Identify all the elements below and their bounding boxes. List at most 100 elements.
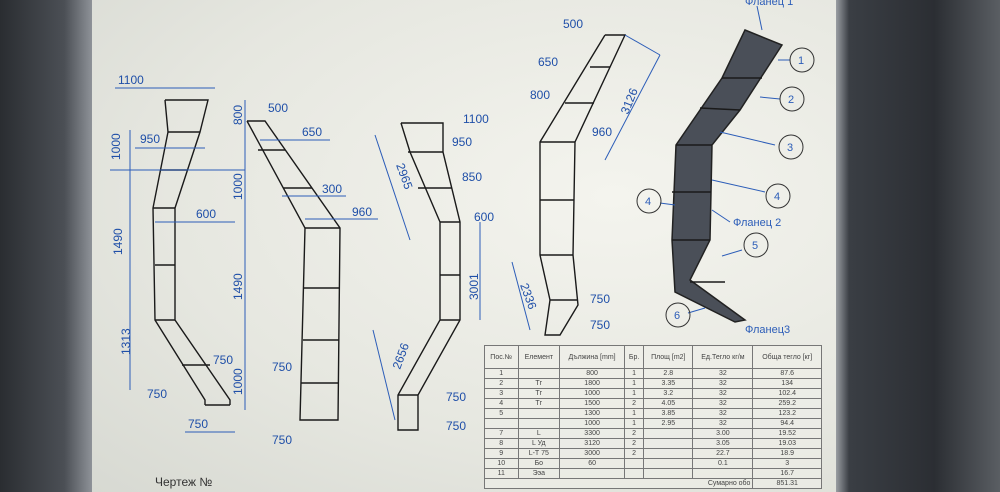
callout-circle: [778, 134, 804, 160]
table-cell: 800: [559, 368, 626, 379]
dim-label: 2336: [517, 281, 539, 311]
callout-number: 2: [788, 94, 794, 106]
duct-side-view: 500 650 300 960 750 750: [246, 101, 378, 447]
duct-view-3: 1100 950 850 2965 600 3001 2656 750 750: [372, 112, 494, 433]
table-cell: 3.00: [692, 428, 754, 439]
table-cell: [643, 458, 694, 469]
table-cell: 2: [624, 428, 645, 439]
dim-label: 600: [196, 207, 216, 221]
dim-label: 500: [268, 101, 288, 115]
table-cell: 1000: [559, 388, 626, 399]
table-cell: 32: [692, 388, 754, 399]
table-cell: 1: [624, 368, 645, 379]
table-cell: 32: [692, 398, 754, 409]
table-cell: 4: [484, 398, 519, 409]
callout-circle: [789, 47, 815, 73]
table-cell: 10: [484, 458, 519, 469]
table-cell: 3.2: [643, 388, 694, 399]
dim-label: 300: [322, 182, 342, 196]
table-cell: 1: [624, 408, 645, 419]
total-label: Сумарно обо: [483, 478, 754, 489]
table-cell: [624, 458, 645, 469]
table-cell: 123.2: [752, 408, 822, 419]
table-cell: 1000: [559, 418, 626, 429]
table-cell: Тг: [517, 398, 561, 409]
table-cell: [484, 418, 519, 429]
table-cell: 1500: [559, 398, 626, 409]
table-cell: 32: [692, 378, 754, 389]
dim-label: 750: [272, 360, 292, 374]
dim-label: 800: [530, 88, 550, 102]
dim-label: 750: [590, 292, 610, 306]
callout-circle: [743, 232, 769, 258]
table-cell: L: [517, 428, 561, 439]
table-cell: 1: [484, 368, 519, 379]
table-cell: 3300: [559, 428, 626, 439]
table-cell: 1: [624, 418, 645, 429]
flange-label: Фланец3: [745, 324, 790, 336]
dim-label: 750: [272, 433, 292, 447]
callout-circle: [779, 86, 805, 112]
table-cell: 4.05: [643, 398, 694, 409]
callout-number: 4: [645, 196, 651, 208]
dim-label: 850: [462, 170, 482, 184]
dim-label: 2656: [390, 341, 412, 371]
table-cell: 0.1: [692, 458, 754, 469]
table-cell: 32: [692, 418, 754, 429]
dim-label: 1313: [119, 328, 133, 355]
callout-circle: [765, 183, 791, 209]
table-cell: 19.03: [752, 438, 822, 449]
callout-circle: [636, 188, 662, 214]
table-cell: L-Т 75: [517, 448, 561, 459]
dim-label: 1100: [118, 73, 144, 87]
table-cell: 87.6: [752, 368, 822, 379]
table-cell: [643, 438, 694, 449]
table-cell: 19.52: [752, 428, 822, 439]
table-cell: 32: [692, 408, 754, 419]
table-cell: 3: [484, 388, 519, 399]
flange-label: Фланец 2: [733, 217, 781, 229]
dim-label: 650: [538, 55, 558, 69]
table-cell: [643, 468, 694, 479]
dim-label: 1000: [231, 173, 245, 200]
table-cell: 18.9: [752, 448, 822, 459]
duct-view-4: 500 650 800 3126 960 2336 750 750: [511, 17, 661, 336]
table-cell: 2.95: [643, 418, 694, 429]
dim-label: 960: [352, 205, 372, 219]
dim-label: 3126: [618, 86, 641, 116]
table-cell: [517, 408, 561, 419]
column-header: Обща тегло [кг]: [752, 345, 822, 369]
table-cell: [517, 418, 561, 429]
dim-label: 2965: [393, 161, 415, 191]
table-cell: Тг: [517, 378, 561, 389]
table-cell: [624, 468, 645, 479]
dim-label: 960: [592, 125, 612, 139]
callout-number: 6: [674, 310, 680, 322]
flange-label: Фланец 1: [745, 0, 793, 8]
table-cell: 3120: [559, 438, 626, 449]
dim-label: 650: [302, 125, 322, 139]
column-header: Бр.: [624, 345, 645, 369]
table-cell: 2.8: [643, 368, 694, 379]
column-header: Ед.Тегло кг/м: [692, 345, 754, 369]
callout-number: 3: [787, 142, 793, 154]
column-header: Площ [m2]: [643, 345, 694, 369]
callout-number: 5: [752, 240, 758, 252]
column-header: Пос.№: [484, 345, 519, 369]
table-cell: 2: [624, 448, 645, 459]
table-cell: 102.4: [752, 388, 822, 399]
table-cell: 3000: [559, 448, 626, 459]
table-cell: 22.7: [692, 448, 754, 459]
dim-label: 750: [188, 417, 208, 431]
table-cell: L Уд: [517, 438, 561, 449]
dim-label: 750: [446, 390, 466, 404]
dim-label: 1000: [231, 368, 245, 395]
dim-label: 750: [446, 419, 466, 433]
